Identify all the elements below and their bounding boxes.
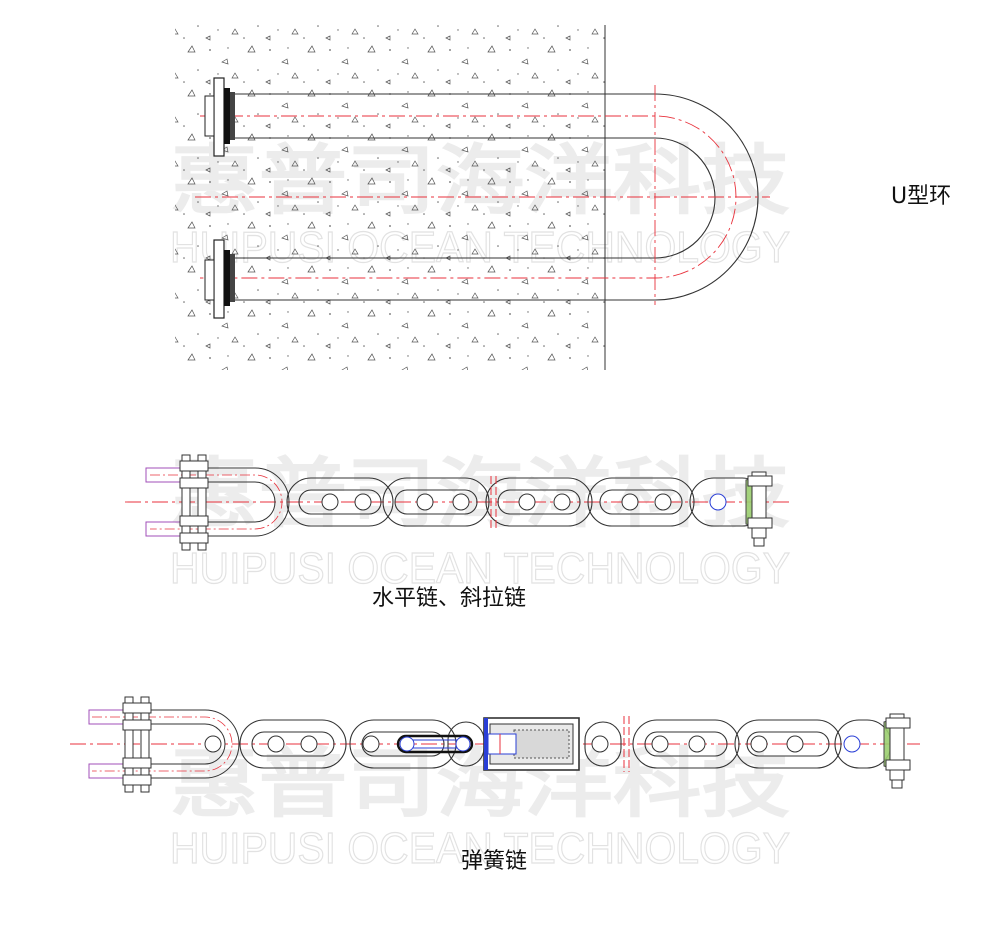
watermark-en-2: HUIPUSI OCEAN TECHNOLOGY xyxy=(170,544,790,593)
u-bolt-2 xyxy=(145,467,290,537)
concrete-block xyxy=(175,25,605,370)
link-3-5 xyxy=(632,719,740,769)
watermark-cn-3: 惠普司海洋科技 xyxy=(170,739,790,828)
link-3-6 xyxy=(734,719,842,769)
watermark-en-3: HUIPUSI OCEAN TECHNOLOGY xyxy=(170,824,790,873)
label-horizontal-chain: 水平链、斜拉链 xyxy=(372,586,527,611)
u-ring-end-plates xyxy=(204,77,235,319)
horizontal-chain-figure xyxy=(125,454,790,551)
label-spring-chain: 弹簧链 xyxy=(461,849,528,874)
link-pins-3 xyxy=(204,735,861,753)
shackle-icon-3 xyxy=(883,713,911,789)
link-2-1 xyxy=(286,477,394,527)
clamp-assembly-3 xyxy=(122,696,152,793)
clamp-assembly-2 xyxy=(179,454,209,551)
connector-link-3 xyxy=(396,734,474,754)
link-3-1 xyxy=(239,719,347,769)
link-2-2 xyxy=(382,477,490,527)
u-bolt-3 xyxy=(88,709,240,779)
u-ring-figure xyxy=(175,25,770,370)
u-ring-centerlines xyxy=(195,85,770,305)
spring-housing-icon xyxy=(483,717,580,771)
chain-links-2 xyxy=(286,477,767,527)
link-3-4 xyxy=(584,721,622,767)
shackle-icon xyxy=(745,471,773,547)
spring-chain-figure xyxy=(70,696,920,793)
label-u-ring: U型环 xyxy=(891,184,952,209)
link-2-3 xyxy=(485,477,593,527)
plate-bottom xyxy=(213,239,225,319)
link-2-4 xyxy=(587,477,695,527)
plate-top xyxy=(213,77,225,157)
watermark-group: 惠普司海洋科技 HUIPUSI OCEAN TECHNOLOGY 惠普司海洋科技… xyxy=(169,136,790,874)
watermark-cn-2: 惠普司海洋科技 xyxy=(170,449,790,538)
link-pins-2 xyxy=(321,493,727,511)
